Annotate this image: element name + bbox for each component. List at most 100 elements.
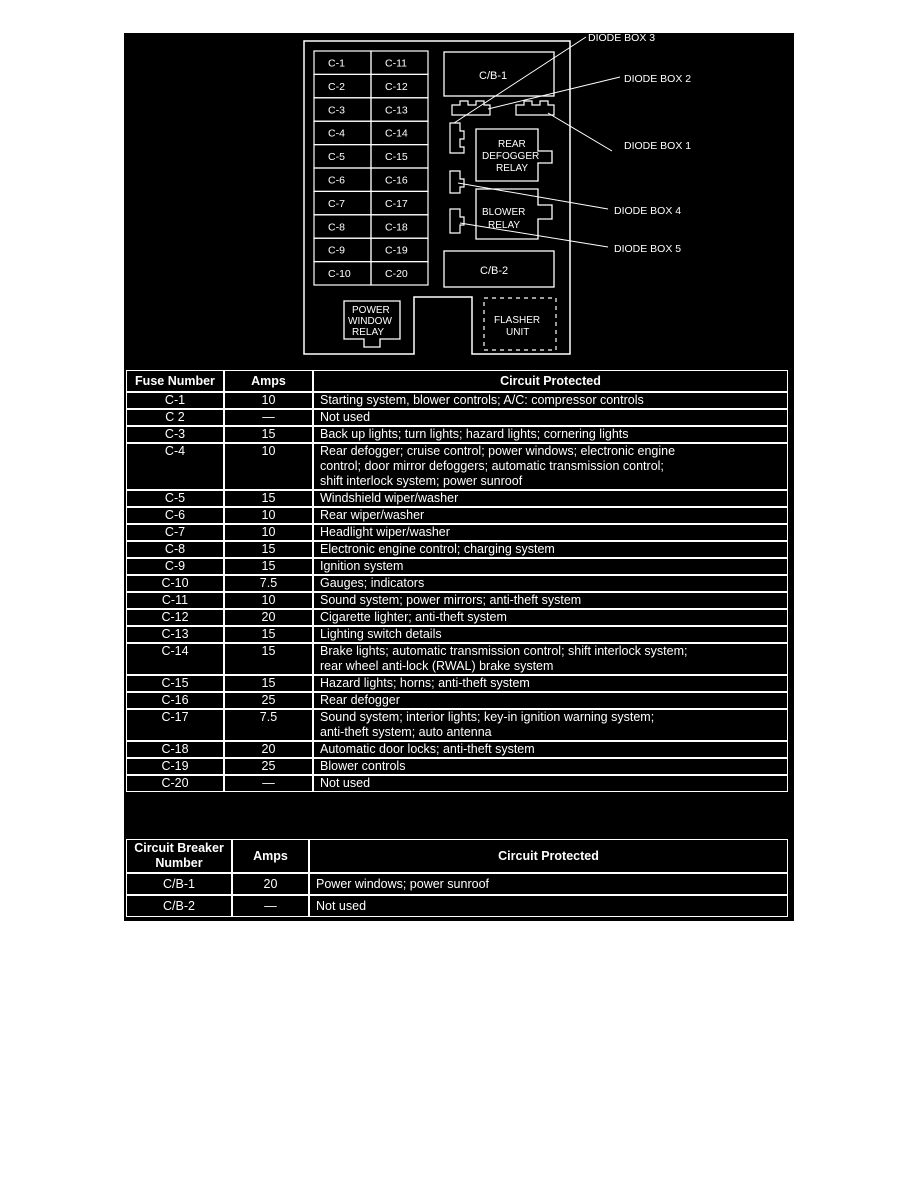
fuse-number: C-10	[126, 575, 224, 592]
fuse-amps: 7.5	[224, 709, 313, 741]
fuse-circuit: Brake lights; automatic transmission con…	[313, 643, 788, 675]
circuit-line: Power windows; power sunroof	[316, 876, 489, 891]
fuse-number: C-6	[126, 507, 224, 524]
circuit-line: Hazard lights; horns; anti-theft system	[320, 676, 530, 690]
fuse-circuit: Starting system, blower controls; A/C: c…	[313, 392, 788, 409]
fuse-slot-label: C-8	[328, 221, 345, 233]
circuit-line: Sound system; interior lights; key-in ig…	[320, 710, 655, 724]
cb1-label: C/B-1	[479, 70, 507, 82]
circuit-line: Ignition system	[320, 559, 404, 573]
fuse-slot-label: C-11	[385, 58, 407, 70]
circuit-line: control; door mirror defoggers; automati…	[320, 459, 664, 473]
circuit-line: Not used	[316, 898, 367, 913]
fuse-slot-label: C-14	[385, 128, 408, 140]
rear-defogger-relay-box	[475, 128, 553, 182]
fuse-circuit: Electronic engine control; charging syst…	[313, 541, 788, 558]
circuit-line: Brake lights; automatic transmission con…	[320, 644, 688, 658]
fuse-circuit: Hazard lights; horns; anti-theft system	[313, 675, 788, 692]
fuse-slot-label: C-2	[328, 81, 345, 93]
fuse-slot-label: C-3	[328, 104, 345, 116]
cb2-box	[443, 250, 555, 288]
callout-diode-box-1: DIODE BOX 1	[624, 140, 691, 152]
breaker-number: C/B-2	[126, 895, 232, 917]
fuse-number-header: Fuse Number	[126, 370, 224, 392]
circuit-line: Headlight wiper/washer	[320, 525, 450, 539]
fuse-slot-label: C-20	[385, 268, 408, 280]
leader-diode-box-3	[453, 36, 587, 124]
fuse-row: C-20—Not used	[126, 775, 788, 792]
fuse-amps: 25	[224, 692, 313, 709]
fuse-circuit: Not used	[313, 775, 788, 792]
fuse-amps: 15	[224, 426, 313, 443]
fuse-amps: —	[224, 775, 313, 792]
circuit-breaker-table: Circuit Breaker Number Amps Circuit Prot…	[126, 839, 788, 917]
diode-box-4-shape	[449, 170, 465, 194]
breaker-row: C/B-2—Not used	[126, 895, 788, 917]
fuse-amps: 10	[224, 443, 313, 490]
leader-diode-box-1	[547, 112, 613, 152]
fuse-circuit: Lighting switch details	[313, 626, 788, 643]
breaker-circuit: Power windows; power sunroof	[309, 873, 788, 895]
fuse-slot-label: C-19	[385, 245, 408, 257]
fuse-amps: 15	[224, 490, 313, 507]
circuit-line: Rear defogger; cruise control; power win…	[320, 444, 676, 458]
circuit-line: Windshield wiper/washer	[320, 491, 459, 505]
power-window-relay-box	[343, 300, 401, 348]
blower-relay-line1: BLOWER	[482, 207, 525, 218]
cb-circuit-protected-header: Circuit Protected	[309, 839, 788, 873]
fuse-circuit: Rear defogger; cruise control; power win…	[313, 443, 788, 490]
fuse-slot-label: C-4	[328, 128, 345, 140]
fuse-number: C-14	[126, 643, 224, 675]
power-window-relay-line2: WINDOW	[348, 316, 392, 327]
fuse-slot-label: C-6	[328, 175, 345, 187]
fuse-number: C-18	[126, 741, 224, 758]
circuit-line: Not used	[320, 776, 371, 790]
fuse-number: C-8	[126, 541, 224, 558]
fuse-circuit: Rear wiper/washer	[313, 507, 788, 524]
fuse-slot-label: C-9	[328, 245, 345, 257]
fuse-amps: 25	[224, 758, 313, 775]
fuse-amps: 10	[224, 524, 313, 541]
fuse-number: C 2	[126, 409, 224, 426]
fuse-row: C 2—Not used	[126, 409, 788, 426]
circuit-line: Rear defogger	[320, 693, 400, 707]
fuse-circuit: Back up lights; turn lights; hazard ligh…	[313, 426, 788, 443]
flasher-unit-line1: FLASHER	[494, 315, 540, 326]
fuse-slot-label: C-13	[385, 104, 408, 116]
fuse-amps: 15	[224, 643, 313, 675]
fuse-slot-label: C-12	[385, 81, 408, 93]
callout-diode-box-2: DIODE BOX 2	[624, 73, 691, 85]
fuse-slot-label: C-5	[328, 151, 345, 163]
fuse-amps: 10	[224, 392, 313, 409]
fuse-number: C-17	[126, 709, 224, 741]
fuse-box-outline	[303, 40, 571, 355]
circuit-line: Gauges; indicators	[320, 576, 425, 590]
fuse-circuit: Sound system; interior lights; key-in ig…	[313, 709, 788, 741]
cb-number-header: Circuit Breaker Number	[126, 839, 232, 873]
fuse-number: C-1	[126, 392, 224, 409]
leader-diode-box-4	[457, 182, 609, 210]
fuse-number: C-7	[126, 524, 224, 541]
cb-amps-header: Amps	[232, 839, 309, 873]
diode-box-2-shape	[515, 100, 555, 116]
fuse-amps: 20	[224, 741, 313, 758]
circuit-line: shift interlock system; power sunroof	[320, 474, 523, 488]
fuse-circuit: Headlight wiper/washer	[313, 524, 788, 541]
fuse-number: C-9	[126, 558, 224, 575]
blower-relay-box	[475, 188, 553, 240]
